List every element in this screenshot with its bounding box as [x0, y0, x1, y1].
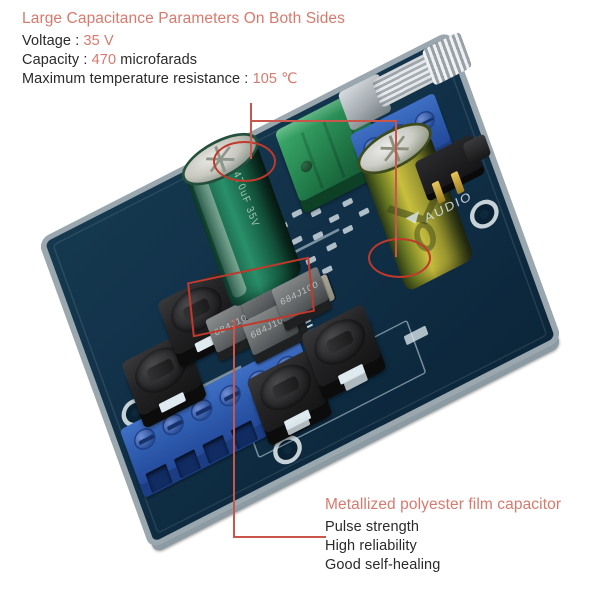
spec-temperature: Maximum temperature resistance : 105 ℃ [22, 71, 345, 87]
feature-pulse-strength: Pulse strength [325, 519, 420, 535]
feature-high-reliability: High reliability [325, 538, 417, 554]
bottom-annotation-block: Metallized polyester film capacitor Puls… [325, 496, 561, 576]
leader-line-to-yellow-capacitor [395, 120, 397, 257]
feature-self-healing: Good self-healing [325, 557, 441, 573]
spec-capacity: Capacity : 470 microfarads [22, 52, 345, 68]
top-annotation-block: Large Capacitance Parameters On Both Sid… [22, 10, 345, 90]
highlight-yellow-capacitor-top [368, 238, 431, 278]
leader-line-to-top-text [250, 103, 252, 121]
circuit-board-photo: 684J100 684J100 684J100 684J100 470uF 35… [0, 29, 600, 551]
spec-temperature-value: 105 ℃ [252, 71, 298, 87]
spec-voltage: Voltage : 35 V [22, 33, 345, 49]
leader-line-top-horizontal [250, 120, 396, 122]
spec-capacity-unit: microfarads [120, 52, 198, 68]
leader-line-to-green-capacitor [250, 120, 252, 159]
highlight-green-capacitor-top [213, 141, 276, 182]
spec-voltage-value: 35 V [83, 33, 114, 49]
spec-capacity-value: 470 [91, 52, 117, 68]
bottom-annotation-title: Metallized polyester film capacitor [325, 496, 562, 513]
leader-line-from-film-capacitors [233, 319, 235, 537]
top-annotation-title: Large Capacitance Parameters On Both Sid… [22, 10, 345, 27]
spec-voltage-label: Voltage : [22, 33, 80, 49]
spec-temperature-label: Maximum temperature resistance : [22, 71, 249, 87]
leader-line-bottom-horizontal [233, 536, 326, 538]
spec-capacity-label: Capacity : [22, 52, 88, 68]
